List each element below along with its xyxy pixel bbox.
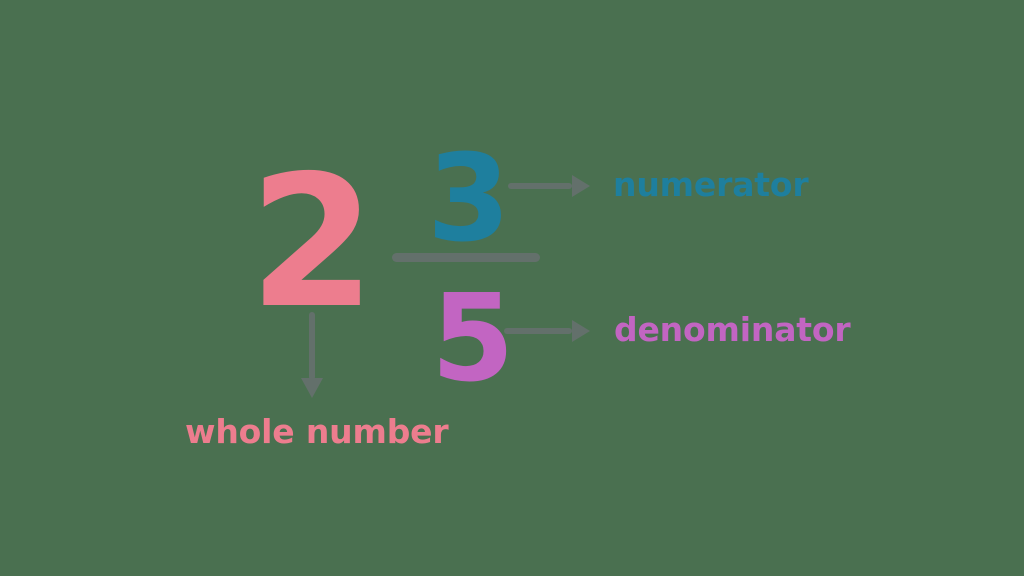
fraction-bar bbox=[392, 253, 540, 262]
arrow-shaft bbox=[504, 328, 572, 334]
arrow-right-icon-numerator bbox=[508, 175, 590, 197]
numerator-numeral: 3 bbox=[427, 130, 511, 269]
arrow-shaft bbox=[309, 312, 315, 380]
arrow-head bbox=[301, 378, 323, 398]
arrow-right-icon-denominator bbox=[504, 320, 590, 342]
whole-number-label: whole number bbox=[185, 412, 449, 451]
numerator-label: numerator bbox=[613, 165, 809, 204]
arrow-head bbox=[572, 175, 590, 197]
whole-number-numeral: 2 bbox=[249, 136, 376, 348]
denominator-numeral: 5 bbox=[431, 270, 515, 409]
arrow-shaft bbox=[508, 183, 572, 189]
arrow-down-icon-whole-number bbox=[300, 312, 324, 398]
arrow-head bbox=[572, 320, 590, 342]
denominator-label: denominator bbox=[614, 310, 851, 349]
